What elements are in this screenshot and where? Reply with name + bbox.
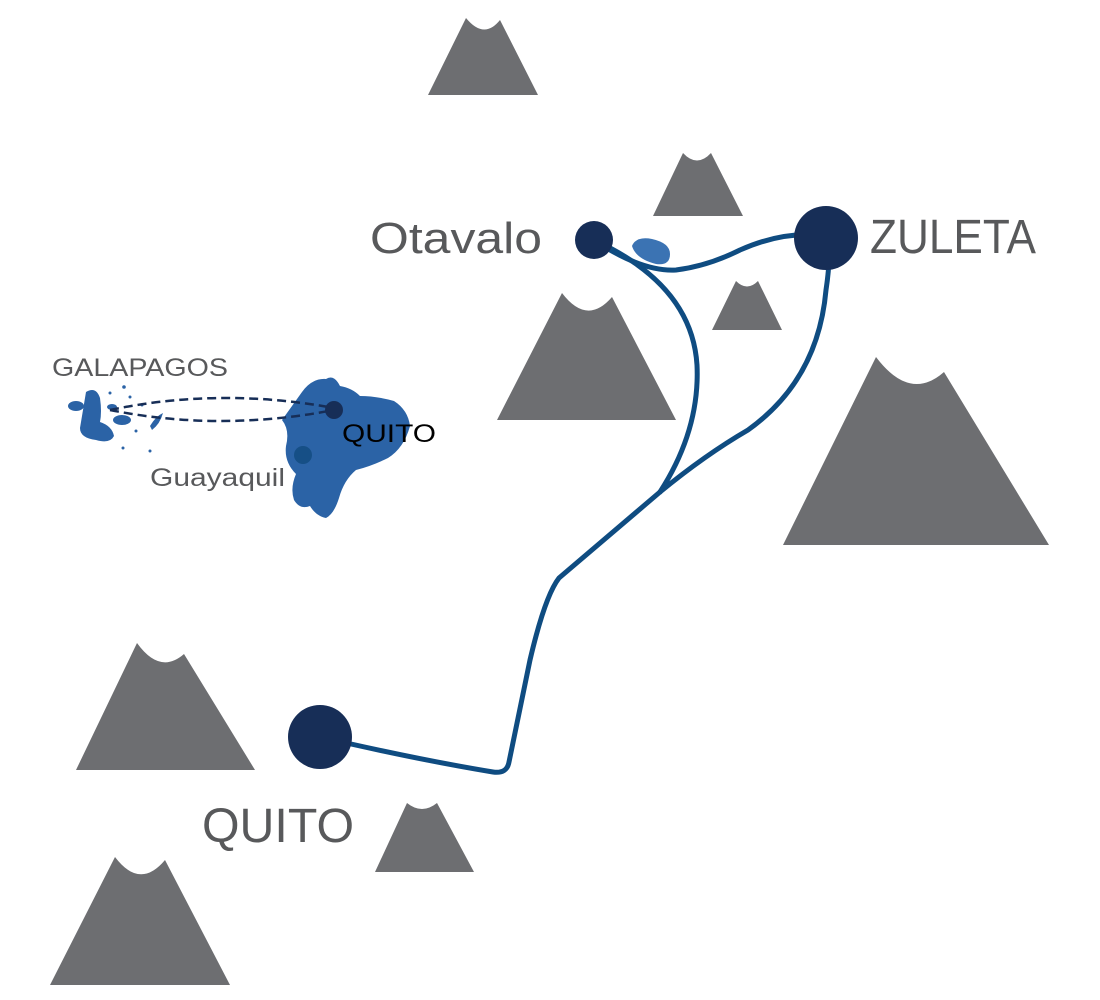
route-trunk-zuleta bbox=[657, 233, 832, 495]
city-label-otavalo: Otavalo bbox=[370, 214, 542, 263]
lake-icon bbox=[632, 238, 670, 265]
city-label-quito: QUITO bbox=[202, 800, 354, 853]
galapagos-island-santa-cruz bbox=[113, 415, 131, 425]
galapagos-islet bbox=[121, 446, 125, 450]
galapagos-islet bbox=[122, 385, 126, 389]
city-label-zuleta: ZULETA bbox=[870, 211, 1036, 264]
inset-label-galapagos: GALAPAGOS bbox=[52, 354, 228, 382]
inset-label-quito: QUITO bbox=[342, 420, 436, 448]
inset-node-quito bbox=[325, 401, 343, 419]
node-zuleta[interactable] bbox=[794, 206, 858, 270]
mountain-icon bbox=[375, 803, 474, 872]
node-quito[interactable] bbox=[288, 705, 352, 769]
mountain-icon bbox=[50, 857, 230, 985]
ecuador-mainland bbox=[282, 377, 410, 518]
mountain-icon bbox=[76, 643, 255, 770]
flight-path-return bbox=[109, 408, 335, 423]
galapagos-islet bbox=[148, 449, 152, 453]
mountain-icon bbox=[653, 153, 743, 216]
route-quito-trunk bbox=[317, 489, 663, 775]
mountain-icon bbox=[783, 357, 1049, 545]
galapagos-islet bbox=[134, 429, 138, 433]
inset-node-guayaquil bbox=[294, 446, 312, 464]
galapagos-island-isabela bbox=[80, 390, 114, 442]
galapagos-island-fernandina bbox=[68, 401, 84, 411]
node-otavalo[interactable] bbox=[575, 221, 613, 259]
galapagos-islet bbox=[128, 395, 132, 399]
mountain-icon bbox=[712, 281, 782, 330]
route-otavalo-zuleta bbox=[591, 232, 829, 273]
inset-label-guayaquil: Guayaquil bbox=[150, 464, 285, 492]
mountain-icon bbox=[428, 18, 538, 95]
galapagos-islet bbox=[108, 391, 112, 395]
flight-path-outbound bbox=[109, 396, 335, 412]
route-trunk-otavalo bbox=[591, 237, 700, 495]
mountain-icon bbox=[497, 293, 676, 420]
